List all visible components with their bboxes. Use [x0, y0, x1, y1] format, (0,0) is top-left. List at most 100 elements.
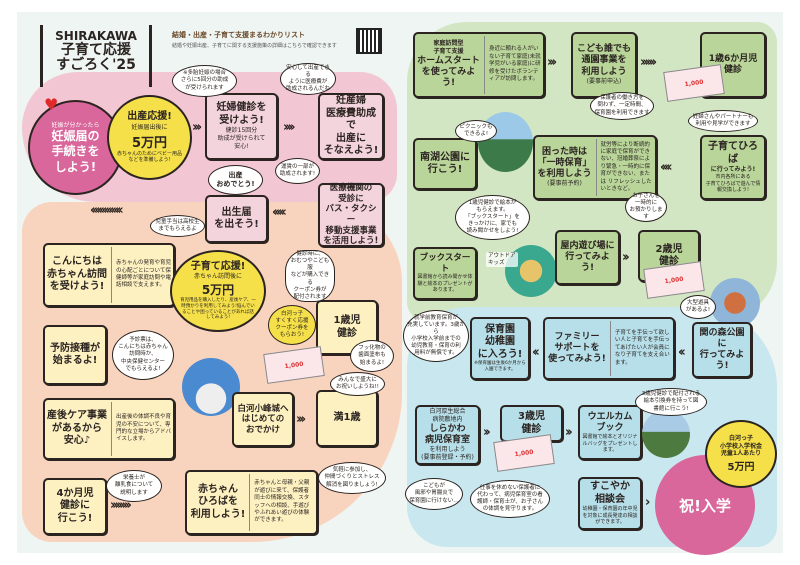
arrow-left-icon: ‹‹‹‹ [660, 160, 673, 175]
bubble-picnic: ピクニックも できるよ! [455, 120, 497, 142]
square-bookstart[interactable]: ブックスタート図書館から読み聞かせ体験と絵本のプレゼントがあります。 [413, 247, 477, 300]
square-sukoyaka[interactable]: すこやか 相談会幼稚園・保育園の年中児を対象に成長発達の相談ができます。 [578, 477, 642, 530]
hoikuen-sub: ※保育園は生後6か月から入園できます。 [474, 361, 526, 373]
kosodatehiroba-desc: 市内各所にある 子育てひろばで遊んで情報交換しよう! [705, 174, 761, 194]
arrow-right-icon: ››› [296, 412, 306, 427]
square-ichiji[interactable]: 困った時は 「一時保育」 を利用しよう(要事前予約) 就労等により断続的に家庭で… [533, 135, 657, 200]
bubble-ehon: 1歳児健診で絵本が もらえます。 「ブックスタート」を きっかけに、家でも 読み… [455, 195, 530, 240]
start-pregnancy[interactable]: 妊娠が分かったら 妊娠届の 手続きを しよう! [28, 100, 123, 195]
square-shussei[interactable]: 出生届 を出そう! [205, 195, 268, 243]
family-desc: 子育てを手伝って欲しい人と子育てを手伝ってあげたい人が会員になり子育てを支え合い… [614, 329, 670, 366]
kosodatehiroba-sub: に行ってみよう! [710, 166, 756, 174]
list-title: 結婚・出産・子育て支援まるわかりリスト [172, 31, 305, 39]
welcome-title: ウエルカム ブック [587, 411, 633, 433]
square-iryohi[interactable]: 妊産婦 医療費助成で 出産に そなえよう! [318, 93, 384, 160]
bonus2-amount: 5万円 [201, 282, 235, 297]
bubble-hogosha: 保護者の働き方を 問わず、一定時間、 保育園を利用できます [590, 92, 654, 120]
square-komine[interactable]: 白河小峰城へ はじめての おでかけ [232, 392, 294, 447]
bubble-ninpu: 妊婦さんやパートナーも 利用や見学ができます [688, 110, 758, 132]
goal-label: 祝!入学 [679, 496, 731, 515]
family-title: ファミリー サポートを 使ってみよう! [548, 331, 606, 365]
arrow-right-icon: ››› [547, 55, 557, 70]
arrow-left-icon: ‹‹‹‹‹‹‹‹‹‹‹‹‹ [90, 203, 124, 218]
square-welcome[interactable]: ウエルカム ブック図書館で絵本とオリジナルバッグをプレゼントします。 [578, 405, 642, 460]
okunai-title: 屋内遊び場に 行ってみよう! [560, 240, 615, 274]
sango-desc: 出産後の体調不良や育児の不安について、専門的な立場からアドバイスします。 [116, 414, 172, 443]
man1-title: 満1歳 [333, 412, 361, 424]
bonus3-text: 白河っ子 小学校入学祝金 児童1人あたり [719, 434, 762, 458]
library-photo [642, 410, 690, 458]
bonus2-title: 子育て応援! [190, 260, 246, 272]
bubble-iwai: みんなで盛大に お祝いしようね!! [330, 372, 385, 396]
kenshin-sub: 健診15回分 助成が受けられて 安心! [217, 127, 266, 150]
bookstart-title: ブックスタート [419, 253, 471, 274]
bubble-yoshin: 予診票は、 こんにちは赤ちゃん 訪問時か、 中央保健センター でもらえるよ! [112, 330, 174, 380]
bubble-ogata: 大型遊具 があるよ! [680, 295, 716, 319]
kenshin-title: 妊婦健診を 受けよう! [216, 102, 267, 126]
bonus1-title: 出産応援! [127, 111, 172, 123]
bubble-eiyo: 栄養士が 離乳食について 説明します [106, 470, 162, 502]
castle-photo [182, 358, 240, 416]
bubble-anshin: 安心して出産できる ように医療費が 助成されるんだね [280, 63, 336, 95]
hiroba-desc: 赤ちゃんと母親・父親が遊びに来て、保護者同士の情報交換、スタッフへの相談、手遊び… [254, 480, 310, 524]
square-sango[interactable]: 産後ケア事業 があるから 安心♪ 出産後の体調不良や育児の不安について、専門的な… [43, 398, 175, 460]
homestart-title: ホームスタート を使ってみよう! [417, 55, 480, 89]
arrow-right-icon: › [645, 495, 651, 510]
arrow-right-icon: ›› [622, 250, 630, 265]
square-kenshin[interactable]: 妊婦健診を 受けよう! 健診15回分 助成が受けられて 安心! [205, 93, 278, 160]
square-man1[interactable]: 満1歳 [316, 390, 378, 447]
square-yonkagetsu[interactable]: 4か月児 健診に 行こう! [43, 478, 107, 535]
bonus1-amount: 5万円 [131, 135, 168, 151]
arrow-right-icon: ›››››››› [110, 498, 132, 513]
arrow-right-icon: ››› [192, 120, 202, 135]
byoji-title: しらかわ 病児保育室 [424, 423, 470, 445]
indoor-play-label: アウトドア キッズ [486, 252, 518, 268]
heart-icon: ♥ [44, 95, 59, 114]
square-hoikuen[interactable]: 保育園 幼稚園 に入ろう!※保育園は生後6か月から入園できます。 [470, 317, 530, 380]
ichiji-title: 困った時は 「一時保育」 を利用しよう [537, 146, 592, 180]
arrow-left-icon: ‹‹ [678, 345, 686, 360]
square-family[interactable]: ファミリー サポートを 使ってみよう! 子育てを手伝って欲しい人と子育てを手伝っ… [543, 317, 675, 380]
start-main: 妊娠届の 手続きを しよう! [51, 128, 100, 174]
square-homestart[interactable]: 家庭訪問型 子育て支援ホームスタート を使ってみよう! 身近に頼れる人がいない子… [413, 32, 545, 98]
hoikuen-title: 保育園 幼稚園 に入ろう! [477, 323, 523, 360]
playground-photo [710, 278, 760, 328]
list-subtitle: 結婚や妊娠出産、子育てに関する支援施策の詳細はこちらで確認できます [172, 43, 337, 49]
square-iryokikan[interactable]: 医療機関の 受診に バス・タクシー 移動支援事業 を活用しよう! [318, 183, 384, 247]
arrow-left-icon: ‹‹‹‹‹ [272, 205, 287, 220]
bonus2-sub: 赤ちゃん訪問後に [193, 273, 242, 281]
bonus3-amount: 5万円 [727, 462, 755, 474]
homon-title: こんにちは 赤ちゃん訪問 を受けよう! [47, 256, 107, 293]
arrow-right-icon: ›››› [283, 120, 296, 135]
nisai-title: 2歳児 健診 [655, 243, 683, 268]
square-nanko[interactable]: 南湖公園に 行こう! [413, 138, 477, 190]
homestart-pre: 家庭訪問型 子育て支援 [433, 40, 464, 56]
kosodatehiroba-title: 子育てひろば [708, 141, 758, 165]
start-pre: 妊娠が分かったら [51, 121, 100, 129]
square-seki[interactable]: 関の森公園に 行ってみよう! [692, 322, 752, 378]
square-byoji[interactable]: 白河厚生総合 病院敷地内しらかわ 病児保育室を利用しよう (要事前登録・予約) [415, 405, 480, 465]
square-kosodatehiroba[interactable]: 子育てひろばに行ってみよう!市内各所にある 子育てひろばで遊んで情報交換しよう! [700, 135, 766, 200]
square-homon[interactable]: こんにちは 赤ちゃん訪問 を受けよう! 赤ちゃんの発育や育児の心配ごとについて保… [43, 243, 175, 307]
bonus-visit: 子育て応援! 赤ちゃん訪問後に 5万円 育児用品を購入したり、産後ケア、一時預か… [170, 250, 266, 332]
sukoyaka-title: すこやか 相談会 [590, 481, 630, 505]
issai6-title: 1歳6か月児 健診 [708, 53, 758, 75]
yonkagetsu-title: 4か月児 健診に 行こう! [56, 487, 94, 524]
iryokikan-title: 医療機関の 受診に バス・タクシー 移動支援事業 を活用しよう! [323, 183, 379, 247]
goal-school-entry[interactable]: 祝!入学 [655, 455, 755, 555]
qr-code[interactable] [356, 28, 382, 54]
byoji-pre: 白河厚生総合 病院敷地内 [429, 408, 466, 423]
brand: SHIRAKAWA [55, 29, 137, 43]
square-hiroba[interactable]: 赤ちゃん ひろばを 利用しよう! 赤ちゃんと母親・父親が遊びに来て、保護者同士の… [185, 470, 318, 535]
hiroba-title: 赤ちゃん ひろばを 利用しよう! [190, 483, 246, 520]
square-okunai[interactable]: 屋内遊び場に 行ってみよう! [555, 230, 620, 285]
bonus-school: 白河っ子 小学校入学祝金 児童1人あたり 5万円 [705, 420, 777, 488]
daredemo-sub: (要事前申込) [586, 77, 622, 85]
iryohi-title: 妊産婦 医療費助成で 出産に そなえよう! [323, 95, 379, 157]
square-daredemo[interactable]: こども誰でも 通園事業を 利用しよう(要事前申込) [571, 32, 637, 98]
arrow-right-icon: ›› [565, 425, 573, 440]
bubble-omedeto: 出産 おめでとう! [208, 165, 263, 195]
welcome-desc: 図書館で絵本とオリジナルバッグをプレゼントします。 [582, 434, 638, 453]
square-yobo[interactable]: 予防接種が 始まるよ! [43, 325, 107, 385]
seki-title: 関の森公園に 行ってみよう! [699, 327, 745, 372]
